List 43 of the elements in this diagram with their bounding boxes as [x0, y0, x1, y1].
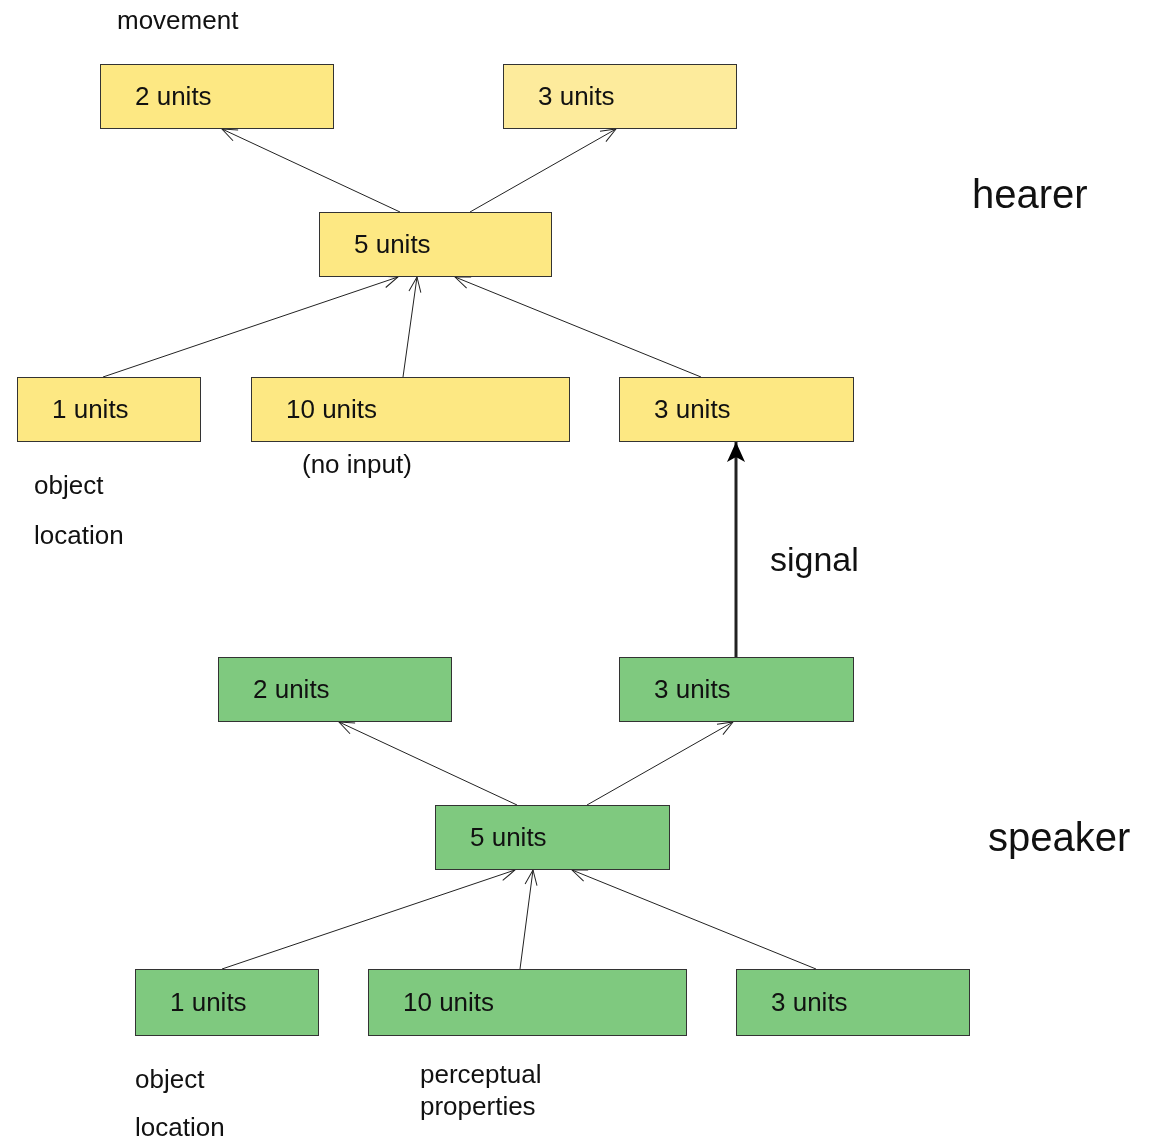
unit-box: [135, 969, 319, 1036]
unit-box: [218, 657, 452, 722]
arrow: [586, 721, 734, 806]
unit-box: [100, 64, 334, 129]
unit-count: 3 units: [654, 674, 731, 705]
box-caption: (no input): [302, 448, 413, 481]
arrow: [571, 869, 817, 970]
unit-box: [368, 969, 687, 1036]
unit-box: [619, 657, 854, 722]
unit-box: [503, 64, 737, 129]
unit-count: 3 units: [654, 394, 731, 425]
arrow: [454, 276, 702, 378]
unit-count: 2 units: [135, 81, 212, 112]
unit-box: [435, 805, 670, 870]
unit-count: 1 units: [170, 987, 247, 1018]
unit-count: 2 units: [253, 674, 330, 705]
unit-box: [736, 969, 970, 1036]
unit-count: 3 units: [538, 81, 615, 112]
box-caption: object location: [135, 1063, 226, 1139]
box-caption: movement: [117, 4, 240, 37]
box-caption: perceptual properties: [420, 1058, 543, 1122]
unit-count: 5 units: [354, 229, 431, 260]
edge-label: signal: [770, 540, 859, 579]
unit-box: [319, 212, 552, 277]
box-caption: object location: [34, 469, 125, 552]
arrow: [727, 442, 745, 657]
arrow: [221, 868, 516, 970]
unit-box: [251, 377, 570, 442]
arrow: [469, 128, 617, 213]
unit-count: 1 units: [52, 394, 129, 425]
group-label: hearer: [972, 172, 1088, 217]
arrow: [221, 128, 401, 213]
unit-box: [17, 377, 201, 442]
unit-count: 3 units: [771, 987, 848, 1018]
unit-count: 10 units: [403, 987, 495, 1018]
arrow: [519, 869, 538, 970]
arrow: [402, 276, 422, 378]
group-label: speaker: [988, 815, 1131, 860]
unit-box: [619, 377, 854, 442]
arrow: [338, 721, 518, 806]
unit-count: 5 units: [470, 822, 547, 853]
unit-count: 10 units: [286, 394, 378, 425]
arrow: [102, 275, 399, 378]
